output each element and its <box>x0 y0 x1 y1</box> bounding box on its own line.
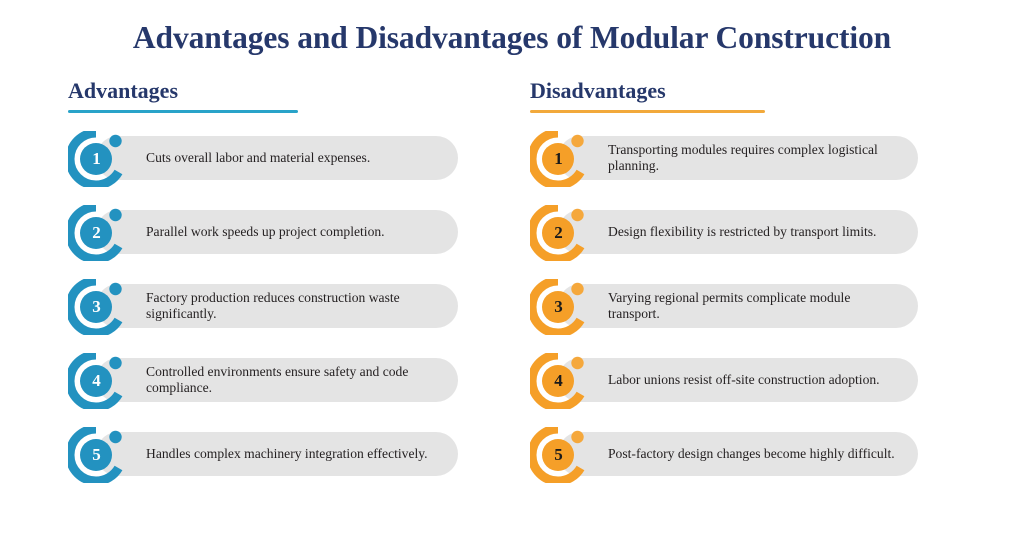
item-text: Parallel work speeds up project completi… <box>146 224 385 239</box>
step-badge: 4 <box>530 353 586 409</box>
list-item[interactable]: Post-factory design changes become highl… <box>530 427 920 483</box>
list-item[interactable]: Handles complex machinery integration ef… <box>68 427 460 483</box>
list-item[interactable]: Parallel work speeds up project completi… <box>68 205 460 261</box>
item-text: Varying regional permits complicate modu… <box>608 290 851 321</box>
disadvantages-column: Disadvantages Transporting modules requi… <box>530 78 920 483</box>
page-title: Advantages and Disadvantages of Modular … <box>132 20 892 55</box>
list-item[interactable]: Varying regional permits complicate modu… <box>530 279 920 335</box>
step-badge: 2 <box>68 205 124 261</box>
item-pill: Transporting modules requires complex lo… <box>558 136 918 180</box>
item-text: Design flexibility is restricted by tran… <box>608 224 877 239</box>
advantages-column: Advantages Cuts overall labor and materi… <box>68 78 460 483</box>
item-pill: Varying regional permits complicate modu… <box>558 284 918 328</box>
item-pill: Cuts overall labor and material expenses… <box>96 136 458 180</box>
item-text: Cuts overall labor and material expenses… <box>146 150 371 165</box>
item-pill: Parallel work speeds up project completi… <box>96 210 458 254</box>
step-badge: 5 <box>68 427 124 483</box>
advantages-list: Cuts overall labor and material expenses… <box>68 131 460 483</box>
item-text: Labor unions resist off-site constructio… <box>608 372 880 387</box>
advantages-heading-underline <box>68 110 298 113</box>
list-item[interactable]: Factory production reduces construction … <box>68 279 460 335</box>
item-pill: Controlled environments ensure safety an… <box>96 358 458 402</box>
item-text: Post-factory design changes become highl… <box>608 446 895 461</box>
list-item[interactable]: Transporting modules requires complex lo… <box>530 131 920 187</box>
step-badge: 4 <box>68 353 124 409</box>
item-text: Handles complex machinery integration ef… <box>146 446 428 461</box>
item-text: Controlled environments ensure safety an… <box>146 364 409 395</box>
step-badge: 5 <box>530 427 586 483</box>
step-badge: 2 <box>530 205 586 261</box>
list-item[interactable]: Cuts overall labor and material expenses… <box>68 131 460 187</box>
list-item[interactable]: Labor unions resist off-site constructio… <box>530 353 920 409</box>
advantages-heading: Advantages <box>68 78 179 103</box>
step-badge: 1 <box>68 131 124 187</box>
item-pill: Factory production reduces construction … <box>96 284 458 328</box>
disadvantages-list: Transporting modules requires complex lo… <box>530 131 920 483</box>
list-item[interactable]: Design flexibility is restricted by tran… <box>530 205 920 261</box>
disadvantages-heading: Disadvantages <box>530 78 666 103</box>
item-text: Transporting modules requires complex lo… <box>608 142 878 173</box>
step-badge: 3 <box>530 279 586 335</box>
step-badge: 1 <box>530 131 586 187</box>
disadvantages-heading-underline <box>530 110 765 113</box>
list-item[interactable]: Controlled environments ensure safety an… <box>68 353 460 409</box>
item-text: Factory production reduces construction … <box>146 290 400 321</box>
item-pill: Post-factory design changes become highl… <box>558 432 918 476</box>
item-pill: Labor unions resist off-site constructio… <box>558 358 918 402</box>
item-pill: Handles complex machinery integration ef… <box>96 432 458 476</box>
step-badge: 3 <box>68 279 124 335</box>
item-pill: Design flexibility is restricted by tran… <box>558 210 918 254</box>
